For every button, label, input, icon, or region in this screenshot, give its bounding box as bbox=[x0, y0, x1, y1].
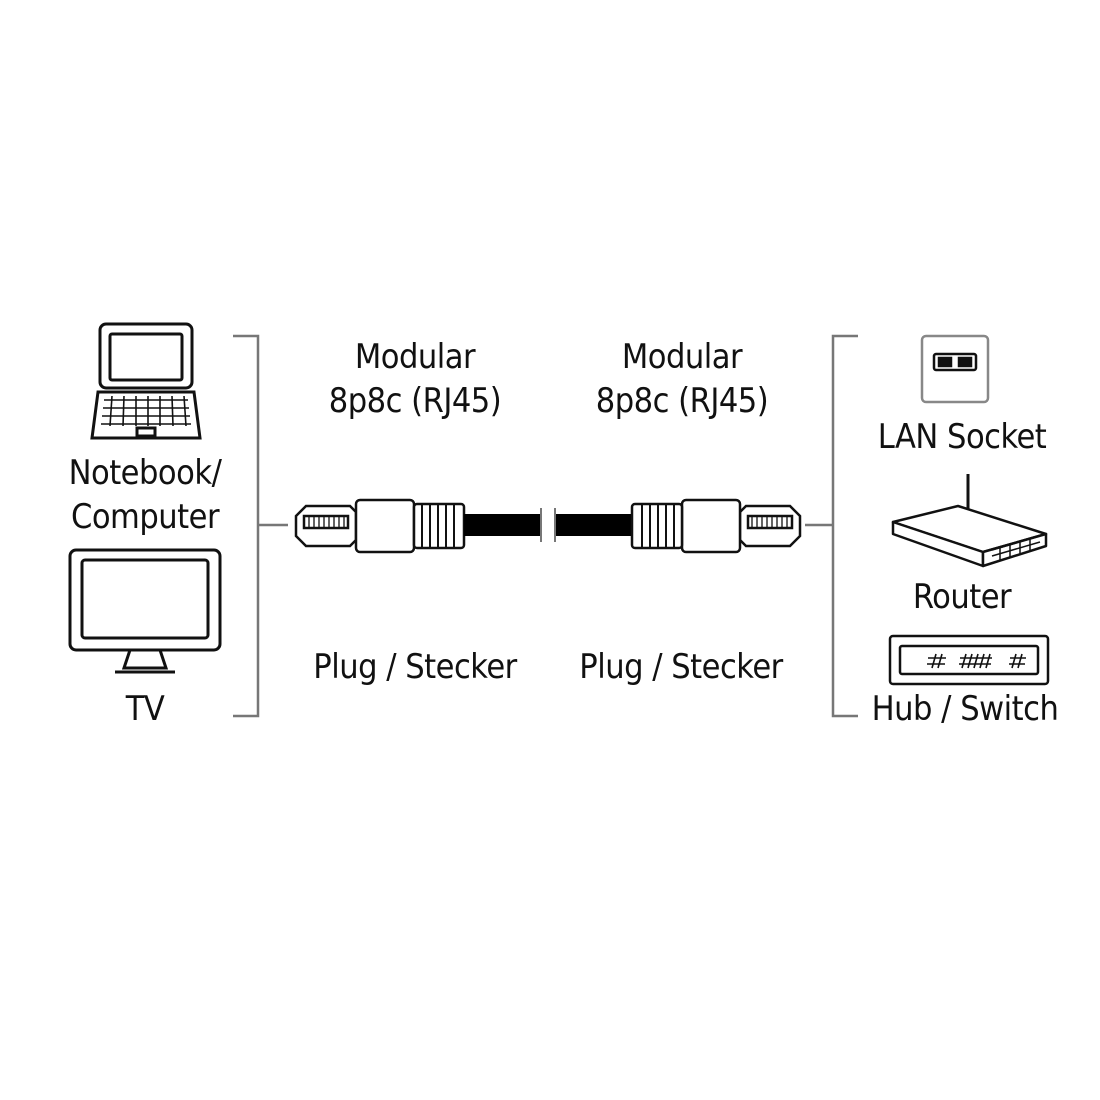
notebook-label-line1: Notebook/ bbox=[68, 453, 222, 493]
left-bracket bbox=[233, 334, 288, 718]
right-connector-type-label: Modular 8p8c (RJ45) bbox=[572, 336, 792, 423]
lan-socket-label: LAN Socket bbox=[877, 417, 1047, 457]
hub-switch-label: Hub / Switch bbox=[871, 689, 1059, 729]
lan-socket-icon bbox=[920, 334, 990, 404]
left-connector-type-line1: Modular bbox=[354, 337, 476, 377]
right-plug-label: Plug / Stecker bbox=[579, 647, 783, 687]
cable bbox=[464, 508, 632, 542]
laptop-icon bbox=[90, 322, 202, 440]
right-bracket bbox=[805, 334, 858, 718]
tv-icon bbox=[68, 548, 222, 674]
left-plug-label: Plug / Stecker bbox=[313, 647, 517, 687]
router-label: Router bbox=[912, 577, 1012, 617]
right-connector-type-line2: 8p8c (RJ45) bbox=[595, 380, 769, 421]
switch-icon bbox=[888, 634, 1050, 686]
right-connector-type-line1: Modular bbox=[621, 337, 743, 377]
router-icon bbox=[891, 474, 1048, 568]
notebook-computer-label: Notebook/ Computer bbox=[55, 452, 235, 539]
rj45-plug-icon bbox=[294, 498, 466, 554]
tv-label: TV bbox=[125, 689, 165, 729]
left-connector-type-line2: 8p8c (RJ45) bbox=[328, 380, 502, 421]
rj45-plug-icon bbox=[630, 498, 802, 554]
notebook-label-line2: Computer bbox=[70, 496, 220, 537]
left-connector-type-label: Modular 8p8c (RJ45) bbox=[305, 336, 525, 423]
